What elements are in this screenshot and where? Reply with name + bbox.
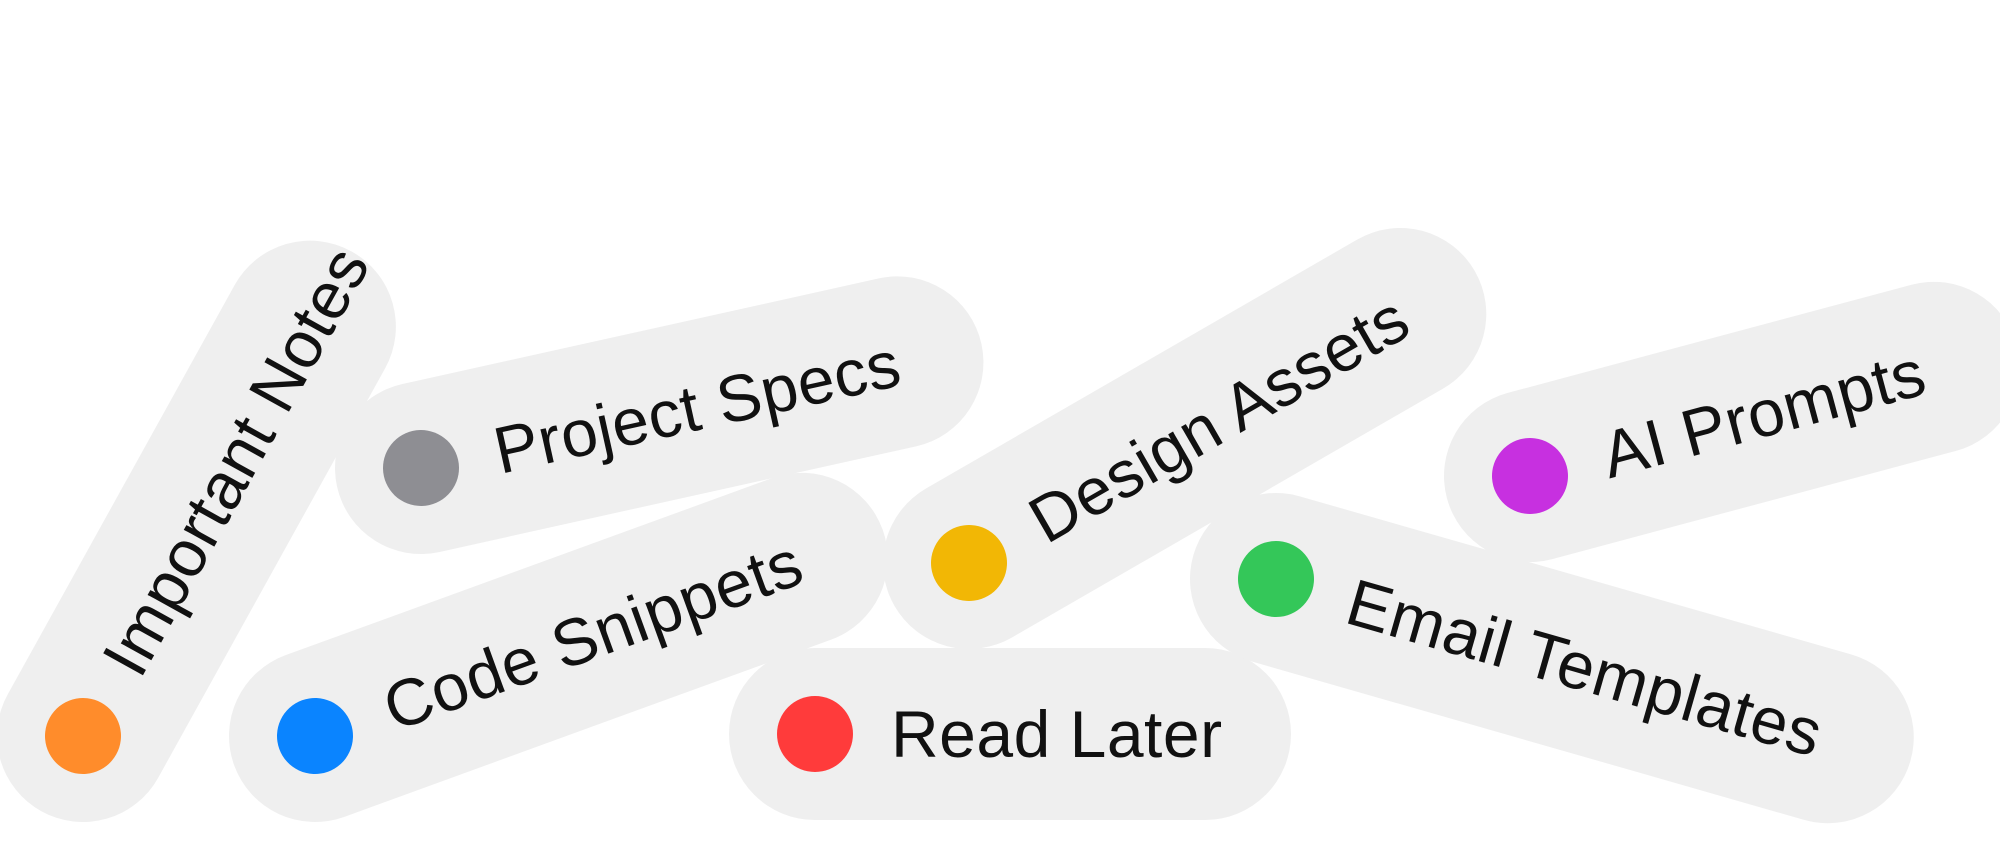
tag-label: AI Prompts [1593, 334, 1934, 493]
purple-dot-icon [1483, 429, 1577, 523]
tag-label: Project Specs [487, 325, 908, 488]
gray-dot-icon [375, 422, 467, 514]
green-dot-icon [1228, 531, 1324, 627]
blue-dot-icon [266, 687, 364, 785]
red-dot-icon [777, 696, 853, 772]
tag-label: Email Templates [1338, 564, 1831, 771]
tag-read-later[interactable]: Read Later [729, 648, 1291, 820]
tag-ai-prompts[interactable]: AI Prompts [1424, 262, 2000, 582]
tag-cloud: Important Notes Project Specs Code Snipp… [0, 196, 2000, 853]
yellow-dot-icon [917, 511, 1021, 615]
orange-dot-icon [31, 684, 135, 788]
tag-label: Read Later [891, 697, 1223, 771]
